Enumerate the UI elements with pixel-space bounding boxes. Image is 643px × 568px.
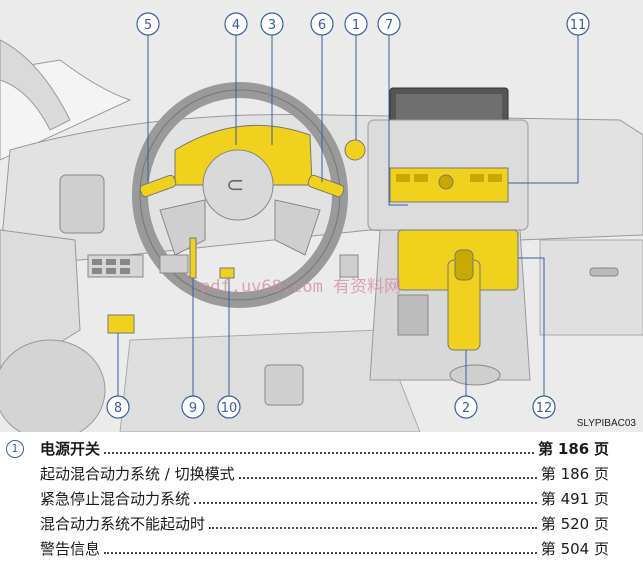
svg-text:5: 5: [144, 18, 152, 33]
entry-label: 电源开关: [40, 440, 101, 458]
entry-page: 第 520 页: [540, 515, 609, 533]
item-1-power-switch: [344, 139, 366, 161]
svg-text:6: 6: [318, 18, 326, 33]
svg-text:3: 3: [268, 18, 276, 33]
cockpit-illustration: ⊂ 5 4 3 6: [0, 0, 643, 432]
callout-10: 10: [217, 395, 241, 419]
svg-text:12: 12: [536, 401, 553, 416]
index-entry: 紧急停止混合动力系统 第 491 页: [0, 488, 643, 510]
entry-label: 警告信息: [40, 540, 101, 558]
entry-label: 起动混合动力系统 / 切换模式: [40, 465, 235, 483]
callout-8: 8: [106, 395, 130, 419]
watermark: pdf.uv68.com 有资料网: [200, 277, 401, 297]
callout-6: 6: [310, 12, 334, 36]
callout-3: 3: [260, 12, 284, 36]
callout-5: 5: [136, 12, 160, 36]
dot-leader: [104, 451, 535, 454]
dot-leader: [104, 551, 537, 554]
item-9-highlight: [189, 237, 197, 279]
cup-holder: [449, 364, 501, 386]
left-switch-panel: [87, 254, 144, 278]
left-vent: [59, 174, 105, 234]
entry-number-badge: 1: [6, 440, 24, 458]
glovebox: [539, 239, 643, 336]
item-6-stalk: [307, 174, 345, 198]
speaker: [0, 339, 106, 432]
callout-7: 7: [377, 12, 401, 36]
svg-text:7: 7: [385, 18, 393, 33]
item-8-highlight: [107, 314, 135, 334]
pedal: [264, 364, 304, 406]
dot-leader: [209, 526, 537, 529]
glovebox-handle: [589, 267, 619, 277]
callout-leader-lines: [117, 35, 579, 396]
index-entry: 起动混合动力系统 / 切换模式 第 186 页: [0, 463, 643, 485]
entry-page: 第 504 页: [540, 540, 609, 558]
cockpit-drawing: ⊂ 5 4 3 6: [0, 0, 643, 432]
index-entry: 1 电源开关 第 186 页: [0, 438, 643, 460]
callout-9: 9: [181, 395, 205, 419]
callout-2: 2: [454, 395, 478, 419]
index-entry: 混合动力系统不能起动时 第 520 页: [0, 513, 643, 535]
dot-leader: [194, 501, 537, 504]
entry-label: 紧急停止混合动力系统: [40, 490, 191, 508]
switch-block-9: [159, 254, 189, 274]
entry-label: 混合动力系统不能起动时: [40, 515, 206, 533]
entry-page: 第 491 页: [540, 490, 609, 508]
entry-page: 第 186 页: [540, 465, 609, 483]
index-entry: 警告信息 第 504 页: [0, 538, 643, 560]
callout-12: 12: [532, 395, 556, 419]
item-10-highlight: [219, 267, 235, 279]
image-code: SLYPIBAC03: [577, 418, 637, 429]
svg-text:8: 8: [114, 401, 122, 416]
svg-text:4: 4: [232, 18, 240, 33]
console-controls: [397, 294, 429, 336]
callout-11: 11: [566, 12, 590, 36]
entry-page: 第 186 页: [538, 440, 609, 458]
svg-text:1: 1: [352, 18, 360, 33]
item-5-stalk: [139, 174, 177, 198]
svg-text:2: 2: [462, 401, 470, 416]
svg-text:11: 11: [570, 18, 587, 33]
svg-text:⊂: ⊂: [226, 173, 244, 198]
callout-4: 4: [224, 12, 248, 36]
hvac-buttons: [396, 174, 502, 190]
shift-knob: [454, 249, 474, 281]
svg-text:10: 10: [221, 401, 238, 416]
callout-1: 1: [344, 12, 368, 36]
dash-switch: [339, 254, 359, 278]
a-pillar: [0, 39, 71, 131]
dot-leader: [238, 476, 537, 479]
svg-text:9: 9: [189, 401, 197, 416]
